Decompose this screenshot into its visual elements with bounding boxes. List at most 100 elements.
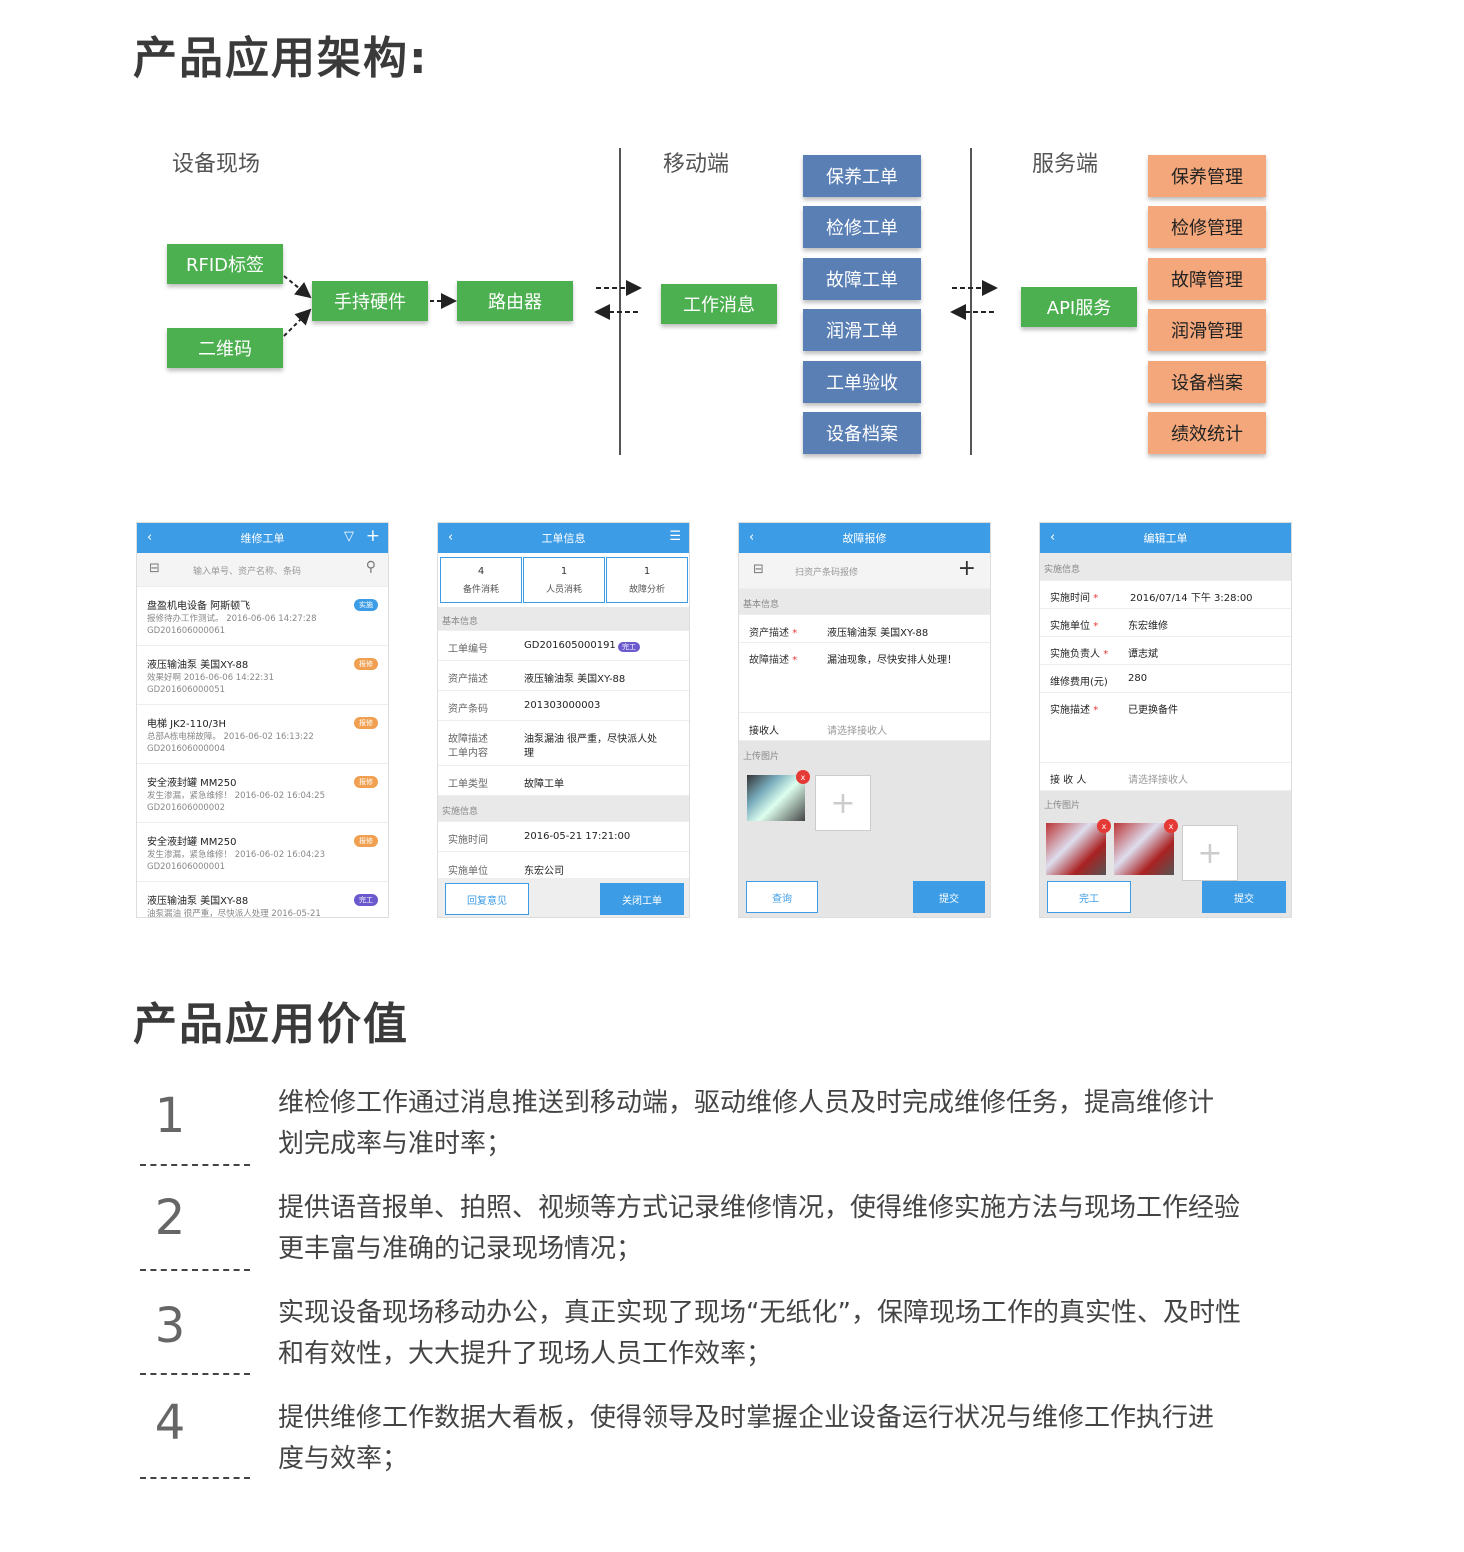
screen-title: 工单信息 bbox=[541, 532, 586, 545]
field-label: 工单内容 bbox=[448, 748, 488, 759]
menu-icon[interactable]: ☰ bbox=[669, 529, 681, 544]
field-row[interactable]: 实施描述 * 已更换备件 bbox=[1040, 693, 1291, 763]
submit-button[interactable]: 提交 bbox=[913, 881, 985, 913]
add-photo-button[interactable]: + bbox=[815, 775, 871, 831]
list-item[interactable]: 安全液封罐 MM250 发生渗漏，紧急维修！ 2016-06-02 16:04:… bbox=[137, 764, 388, 823]
api-service-box: API服务 bbox=[1021, 287, 1137, 327]
field-row[interactable]: 实施负责人 * 谭志斌 bbox=[1040, 637, 1291, 665]
work-message-box: 工作消息 bbox=[661, 284, 777, 324]
phone-edit-order: 编辑工单 ‹ 实施信息 实施时间 * 2016/07/14 下午 3:28:00… bbox=[1039, 522, 1292, 918]
mobile-item: 工单验收 bbox=[803, 361, 921, 403]
server-item: 绩效统计 bbox=[1148, 412, 1266, 454]
screen-title: 故障报修 bbox=[842, 532, 887, 545]
phone-fault-report: 故障报修 ‹ ⊟ 扫资产条码报修 + 基本信息 资产描述 * 液压输油泵 美国X… bbox=[738, 522, 991, 918]
item-code: GD201606000002 bbox=[147, 803, 226, 813]
section-basic: 基本信息 bbox=[438, 607, 689, 631]
screen-title: 编辑工单 bbox=[1143, 532, 1188, 545]
field-label: 资产条码 bbox=[448, 704, 488, 715]
server-item: 检修管理 bbox=[1148, 206, 1266, 248]
submit-button[interactable]: 提交 bbox=[1202, 881, 1286, 913]
field-value[interactable]: 已更换备件 bbox=[1128, 705, 1178, 716]
field-value[interactable]: 2016/07/14 下午 3:28:00 bbox=[1130, 593, 1253, 604]
list-item[interactable]: 盘盈机电设备 阿斯顿飞 报修待办工作测试。 2016-06-06 14:27:2… bbox=[137, 587, 388, 646]
back-icon[interactable]: ‹ bbox=[147, 530, 153, 545]
complete-button[interactable]: 完工 bbox=[1047, 881, 1131, 913]
scan-icon[interactable]: ⊟ bbox=[753, 562, 764, 577]
receiver-select[interactable]: 请选择接收人 bbox=[1128, 775, 1188, 786]
arrow-rfid-handheld bbox=[283, 275, 312, 299]
reply-button[interactable]: 回复意见 bbox=[445, 883, 529, 915]
receiver-row[interactable]: 接收人 请选择接收人 bbox=[739, 713, 990, 741]
qrcode-box: 二维码 bbox=[167, 328, 283, 368]
mobile-item: 设备档案 bbox=[803, 412, 921, 454]
remove-icon[interactable]: x bbox=[796, 770, 810, 784]
field-row[interactable]: 故障描述 * 漏油现象，尽快安排人处理！ bbox=[739, 643, 990, 713]
query-button[interactable]: 查询 bbox=[746, 881, 818, 913]
remove-icon[interactable]: x bbox=[1097, 819, 1111, 833]
receiver-select[interactable]: 请选择接收人 bbox=[827, 726, 887, 737]
field-row: 实施时间 2016-05-21 17:21:00 bbox=[438, 822, 689, 852]
item-code: GD201606000004 bbox=[147, 744, 226, 754]
receiver-row[interactable]: 接 收 人 请选择接收人 bbox=[1040, 763, 1291, 791]
fault-textarea[interactable]: 漏油现象，尽快安排人处理！ bbox=[827, 655, 957, 666]
add-icon[interactable]: + bbox=[365, 526, 380, 546]
mobile-label: 移动端 bbox=[663, 152, 730, 177]
list-item[interactable]: 安全液封罐 MM250 发生渗漏，紧急维修！ 2016-06-02 16:04:… bbox=[137, 823, 388, 882]
close-order-button[interactable]: 关闭工单 bbox=[600, 883, 684, 915]
remove-icon[interactable]: x bbox=[1164, 819, 1178, 833]
phone-header: 编辑工单 bbox=[1040, 523, 1291, 553]
field-value[interactable]: 谭志斌 bbox=[1128, 649, 1158, 660]
item-title: 电梯 JK2-110/3H bbox=[147, 719, 226, 730]
field-label: 故障描述 * bbox=[749, 655, 798, 666]
item-desc: 发生渗漏，紧急维修！ 2016-06-02 16:04:23 bbox=[147, 850, 325, 860]
item-number: 3 bbox=[154, 1298, 186, 1354]
stat-label: 人员消耗 bbox=[545, 585, 582, 595]
status-badge: 实施 bbox=[354, 599, 378, 611]
value-text: 实现设备现场移动办公，真正实现了现场“无纸化”，保障现场工作的真实性、及时性和有… bbox=[278, 1298, 1241, 1369]
back-icon[interactable]: ‹ bbox=[1050, 530, 1056, 545]
add-icon[interactable]: + bbox=[957, 556, 976, 581]
stat-fault[interactable]: 1 故障分析 bbox=[606, 557, 688, 603]
stat-number: 1 bbox=[643, 566, 651, 577]
phone-header: 工单信息 bbox=[438, 523, 689, 553]
field-label: 设备现场 bbox=[172, 152, 261, 177]
uploaded-photo[interactable] bbox=[747, 775, 805, 821]
field-row: 资产描述 * 液压输油泵 美国XY-88 bbox=[739, 615, 990, 643]
uploaded-photo[interactable] bbox=[1046, 823, 1106, 875]
field-value: 故障工单 bbox=[524, 779, 564, 790]
item-number: 2 bbox=[154, 1190, 186, 1246]
divider-dashed bbox=[140, 1477, 250, 1479]
field-value[interactable]: 东宏维修 bbox=[1128, 621, 1168, 632]
divider-dashed bbox=[140, 1373, 250, 1375]
field-label: 实施负责人 * bbox=[1050, 649, 1109, 660]
field-row[interactable]: 实施时间 * 2016/07/14 下午 3:28:00 bbox=[1040, 581, 1291, 609]
list-item[interactable]: 液压输油泵 美国XY-88 效果好啊 2016-06-06 14:22:31 G… bbox=[137, 646, 388, 705]
field-row[interactable]: 实施单位 * 东宏维修 bbox=[1040, 609, 1291, 637]
field-value[interactable]: 280 bbox=[1128, 673, 1148, 684]
page-title: 产品应用架构: bbox=[133, 33, 429, 84]
search-input[interactable]: 输入单号、资产名称、条码 bbox=[193, 567, 302, 577]
divider-dashed bbox=[140, 1164, 250, 1166]
field-label: 接收人 bbox=[749, 726, 779, 737]
value-text: 维检修工作通过消息推送到移动端，驱动维修人员及时完成维修任务，提高维修计划完成率… bbox=[278, 1088, 1215, 1159]
section-impl: 实施信息 bbox=[1040, 553, 1291, 581]
add-photo-button[interactable]: + bbox=[1182, 825, 1238, 881]
stat-people[interactable]: 1 人员消耗 bbox=[523, 557, 605, 603]
uploaded-photo[interactable] bbox=[1114, 823, 1174, 875]
list-item[interactable]: 液压输油泵 美国XY-88 油泵漏油 很严重，尽快派人处理 2016-05-21… bbox=[137, 882, 388, 917]
filter-icon[interactable]: ▽ bbox=[344, 529, 354, 544]
scan-input[interactable]: 扫资产条码报修 bbox=[795, 568, 859, 578]
stat-parts[interactable]: 4 备件消耗 bbox=[440, 557, 522, 603]
search-icon[interactable]: ⚲ bbox=[365, 559, 376, 575]
item-code: GD201606000061 bbox=[147, 626, 226, 636]
back-icon[interactable]: ‹ bbox=[749, 530, 755, 545]
section-impl: 实施信息 bbox=[438, 796, 689, 822]
field-row[interactable]: 维修费用(元) 280 bbox=[1040, 665, 1291, 693]
arrows bbox=[283, 275, 998, 337]
list-item[interactable]: 电梯 JK2-110/3H 总部A栋电梯故障。 2016-06-02 16:13… bbox=[137, 705, 388, 764]
back-icon[interactable]: ‹ bbox=[448, 530, 454, 545]
handheld-box: 手持硬件 bbox=[312, 281, 428, 321]
scan-icon[interactable]: ⊟ bbox=[149, 561, 160, 576]
stat-label: 备件消耗 bbox=[462, 585, 499, 595]
value-text: 提供语音报单、拍照、视频等方式记录维修情况，使得维修实施方法与现场工作经验更丰富… bbox=[278, 1193, 1241, 1264]
